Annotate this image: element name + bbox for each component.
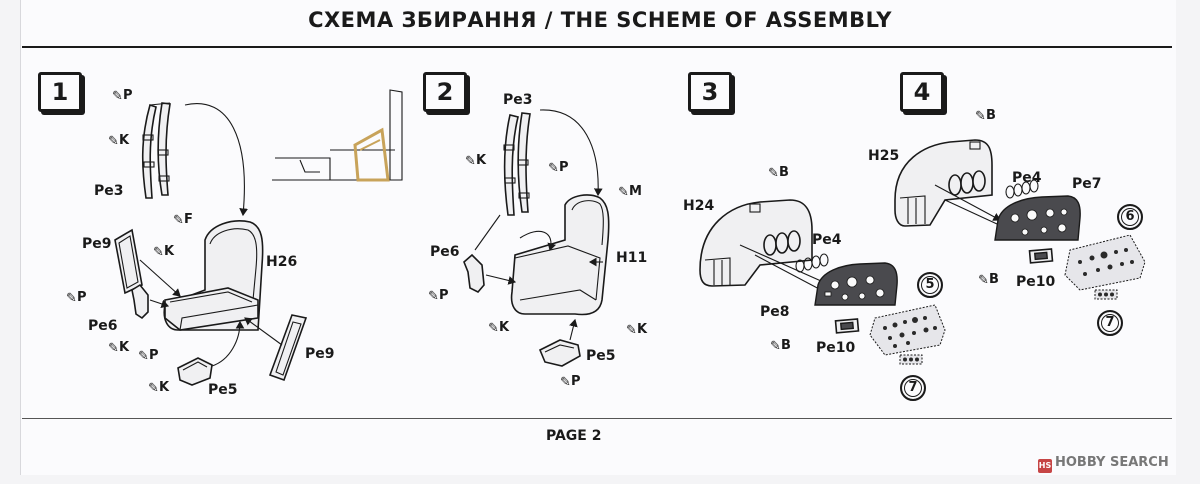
step3-springs-pe4 — [795, 253, 829, 273]
glue-marker: ✎K — [108, 133, 130, 149]
brush-icon: ✎ — [153, 245, 164, 260]
step4-drawing — [894, 139, 1146, 300]
step4-decal-7 — [1094, 289, 1118, 300]
step4-panel-h25 — [894, 139, 993, 227]
decal-number-6: 6 — [1117, 204, 1143, 230]
hobbysearch-logo-icon: HS — [1038, 459, 1052, 473]
part-label-pe3: Pe3 — [503, 92, 533, 108]
step4-panel-pe7 — [994, 195, 1081, 241]
part-label-pe6: Pe6 — [430, 244, 460, 260]
part-label-h24: H24 — [683, 198, 715, 214]
brush-icon: ✎ — [618, 185, 629, 200]
glue-marker: ✎B — [975, 108, 996, 124]
title-rule — [22, 46, 1172, 48]
glue-marker: ✎M — [618, 184, 642, 200]
footer-rule — [22, 418, 1172, 419]
step3-plate-pe10 — [834, 318, 860, 334]
brush-icon: ✎ — [465, 154, 476, 169]
part-label-pe7: Pe7 — [1072, 176, 1102, 192]
decal-number-7: 7 — [1097, 310, 1123, 336]
step3-panel-pe8 — [814, 262, 898, 306]
glue-marker: ✎P — [112, 88, 133, 104]
glue-marker: ✎P — [66, 290, 87, 306]
brush-icon: ✎ — [66, 291, 77, 306]
part-label-h26: H26 — [266, 254, 298, 270]
step-1-badge: 1 — [38, 72, 82, 112]
glue-marker: ✎P — [428, 288, 449, 304]
brush-icon: ✎ — [108, 341, 119, 356]
glue-marker: ✎F — [173, 212, 193, 228]
part-label-pe5: Pe5 — [586, 348, 616, 364]
step1-panel-pe9-left — [114, 228, 143, 295]
step1-reference-view — [272, 89, 403, 182]
glue-marker: ✎K — [153, 244, 175, 260]
step1-harness-pe3 — [141, 102, 171, 199]
brush-icon: ✎ — [768, 166, 779, 181]
step2-harness-pe3 — [503, 112, 531, 216]
brush-icon: ✎ — [770, 339, 781, 354]
step1-panel-pe9-right — [268, 314, 308, 382]
title-bar: СХЕМА ЗБИРАННЯ / THE SCHEME OF ASSEMBLY — [0, 8, 1200, 32]
brush-icon: ✎ — [626, 323, 637, 338]
brush-icon: ✎ — [138, 349, 149, 364]
step-2-badge: 2 — [423, 72, 467, 112]
glue-marker: ✎B — [768, 165, 789, 181]
step-4-badge: 4 — [900, 72, 944, 112]
brush-icon: ✎ — [560, 375, 571, 390]
part-label-h11: H11 — [616, 250, 648, 266]
glue-marker: ✎K — [488, 320, 510, 336]
brush-icon: ✎ — [978, 273, 989, 288]
part-label-pe4: Pe4 — [1012, 170, 1042, 186]
brush-icon: ✎ — [173, 213, 184, 228]
step-3-badge: 3 — [688, 72, 732, 112]
page-title: СХЕМА ЗБИРАННЯ / THE SCHEME OF ASSEMBLY — [308, 8, 892, 32]
page-number: PAGE 2 — [546, 428, 602, 444]
brush-icon: ✎ — [488, 321, 499, 336]
step4-decal-6 — [1064, 234, 1146, 291]
step1-seat-h26 — [163, 220, 264, 331]
step1-drawing — [114, 89, 403, 386]
glue-marker: ✎K — [148, 380, 170, 396]
step2-bracket-pe5 — [538, 339, 581, 367]
step2-drawing — [463, 109, 610, 367]
step1-bracket-pe6 — [131, 283, 149, 320]
step3-decal-5 — [869, 304, 946, 356]
brush-icon: ✎ — [548, 161, 559, 176]
glue-marker: ✎B — [770, 338, 791, 354]
brush-icon: ✎ — [148, 381, 159, 396]
glue-marker: ✎K — [626, 322, 648, 338]
part-label-pe9: Pe9 — [305, 346, 335, 362]
part-label-pe4: Pe4 — [812, 232, 842, 248]
step1-bracket-pe5 — [177, 357, 213, 386]
glue-marker: ✎K — [108, 340, 130, 356]
glue-marker: ✎K — [465, 153, 487, 169]
step3-panel-h24 — [699, 199, 813, 287]
glue-marker: ✎B — [978, 272, 999, 288]
step3-drawing — [699, 199, 946, 365]
decal-number-7: 7 — [900, 375, 926, 401]
step2-bracket-pe6 — [463, 253, 485, 293]
part-label-pe9: Pe9 — [82, 236, 112, 252]
step3-decal-7 — [899, 354, 923, 365]
step2-seat-h11 — [510, 194, 610, 316]
step4-springs-pe4 — [1005, 179, 1039, 199]
brush-icon: ✎ — [975, 109, 986, 124]
part-label-pe3: Pe3 — [94, 183, 124, 199]
brush-icon: ✎ — [428, 289, 439, 304]
part-label-h25: H25 — [868, 148, 900, 164]
part-label-pe8: Pe8 — [760, 304, 790, 320]
glue-marker: ✎P — [560, 374, 581, 390]
glue-marker: ✎P — [138, 348, 159, 364]
brush-icon: ✎ — [112, 89, 123, 104]
decal-number-5: 5 — [917, 272, 943, 298]
part-label-pe10: Pe10 — [1016, 274, 1056, 290]
glue-marker: ✎P — [548, 160, 569, 176]
part-label-pe6: Pe6 — [88, 318, 118, 334]
step4-plate-pe10 — [1028, 248, 1054, 264]
part-label-pe5: Pe5 — [208, 382, 238, 398]
brush-icon: ✎ — [108, 134, 119, 149]
part-label-pe10: Pe10 — [816, 340, 856, 356]
